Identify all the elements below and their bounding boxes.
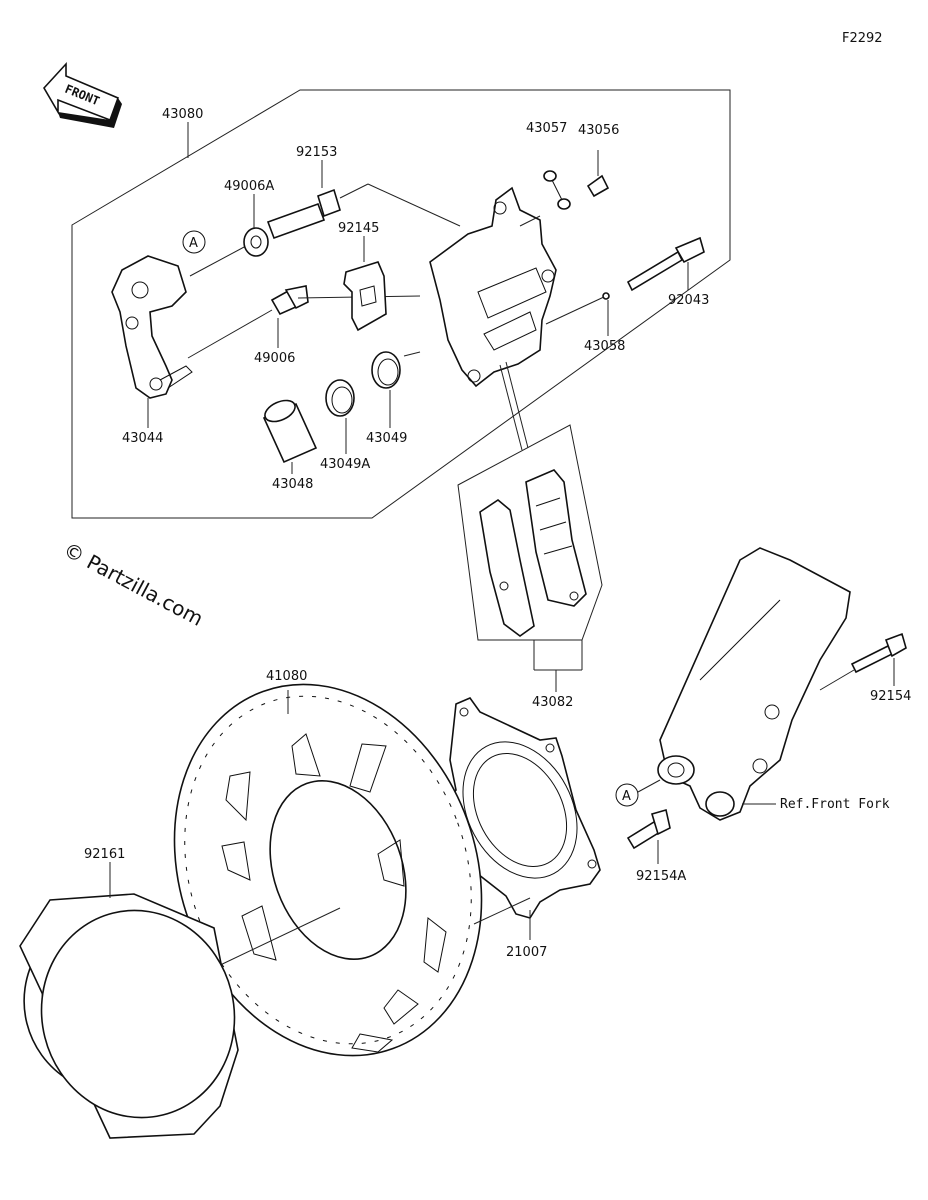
label-43057: 43057	[526, 121, 567, 136]
label-43049a: 43049A	[320, 457, 370, 472]
fork-leg	[657, 547, 851, 821]
seal-43049	[371, 351, 401, 389]
label-92145: 92145	[338, 221, 379, 236]
spring-92145	[343, 261, 387, 332]
front-arrow-icon: FRONT	[43, 61, 122, 128]
bolt-92154	[819, 632, 907, 691]
marker-a-fork-label: A	[622, 789, 631, 804]
label-92043: 92043	[668, 293, 709, 308]
seal-43049a	[325, 379, 355, 417]
marker-a-top	[182, 230, 206, 254]
watermark: © Partzilla.com	[60, 537, 208, 631]
label-43044: 43044	[122, 431, 163, 446]
label-43048: 43048	[272, 477, 313, 492]
brake-pad-rear	[479, 499, 535, 637]
label-49006: 49006	[254, 351, 295, 366]
label-43056: 43056	[578, 123, 619, 138]
pad-kit-outline	[457, 424, 603, 641]
piston-43048	[262, 399, 318, 464]
label-43080: 43080	[162, 107, 203, 122]
bleeder-cap-43057	[519, 170, 571, 227]
label-92161: 92161	[84, 847, 125, 862]
label-49006a: 49006A	[224, 179, 274, 194]
label-41080: 41080	[266, 669, 307, 684]
pad-pin-92043	[545, 236, 705, 325]
oring-43058	[602, 292, 610, 300]
caliper-assembly-outline	[71, 89, 731, 519]
label-43049: 43049	[366, 431, 407, 446]
spacer-ring	[19, 893, 239, 1139]
label-21007: 21007	[506, 945, 547, 960]
marker-a-fork	[615, 783, 639, 807]
label-43082: 43082	[532, 695, 573, 710]
pin-92153	[266, 183, 369, 240]
bolt-92154a	[626, 808, 671, 850]
label-92153: 92153	[296, 145, 337, 160]
caliper-bracket	[111, 255, 193, 399]
figure-code: F2292	[842, 31, 883, 46]
label-92154: 92154	[870, 689, 911, 704]
brake-pad-front	[525, 469, 587, 607]
marker-a-top-label: A	[189, 236, 198, 251]
boot-49006a	[243, 227, 269, 257]
bleeder-valve-43056	[586, 150, 610, 198]
label-92154a: 92154A	[636, 869, 686, 884]
brake-disc	[173, 683, 483, 1057]
ref-front-fork-note: Ref.Front Fork	[780, 797, 890, 812]
caliper-body	[367, 183, 557, 388]
label-43058: 43058	[584, 339, 625, 354]
